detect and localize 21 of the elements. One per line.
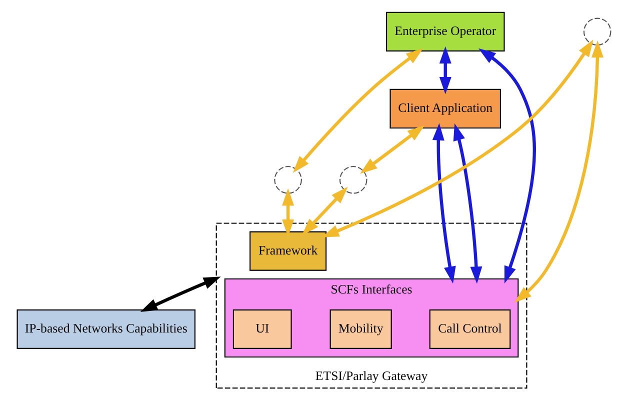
- arrow: [302, 186, 348, 236]
- arrow: [360, 125, 425, 174]
- arrow: [292, 48, 424, 173]
- arrow: [453, 123, 482, 284]
- arrow: [140, 276, 221, 312]
- arrow: [432, 123, 456, 284]
- arrow: [282, 188, 294, 237]
- node-circle: [339, 166, 368, 194]
- arrow: [322, 40, 594, 238]
- node-box: Enterprise Operator: [386, 12, 505, 52]
- node-box: Client Application: [390, 88, 502, 129]
- node-circle: [274, 166, 302, 194]
- node-box: IP-based Networks Capabilities: [16, 309, 196, 349]
- node-box: Mobility: [330, 309, 392, 349]
- arrow: [478, 48, 536, 284]
- arrow: [439, 46, 452, 94]
- node-box: Framework: [250, 231, 327, 271]
- node-circle: [583, 18, 612, 46]
- node-box: Call Control: [429, 309, 511, 349]
- arrow: [514, 40, 604, 303]
- node-box: UI: [232, 309, 292, 349]
